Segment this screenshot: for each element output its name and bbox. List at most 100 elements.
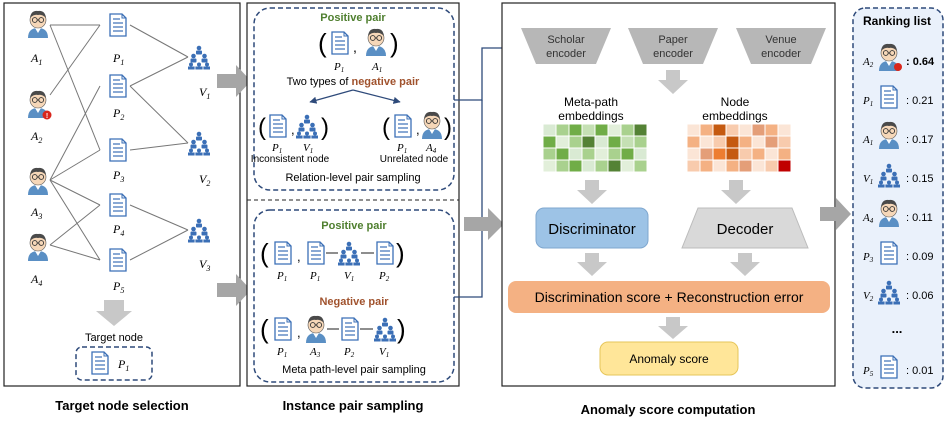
paper-icon xyxy=(274,317,292,341)
paren: ) xyxy=(444,114,452,141)
metapath-negative-title: Negative pair xyxy=(319,296,389,308)
embedding-cell xyxy=(568,135,583,149)
embedding-cell xyxy=(686,123,701,137)
relation-level-caption: Relation-level pair sampling xyxy=(285,172,420,184)
embedding-cell xyxy=(555,123,570,137)
scholar-icon xyxy=(878,199,900,228)
paper-encoder: Paper encoder xyxy=(628,28,718,64)
paper-icon xyxy=(376,241,394,265)
node-embeddings-label: Node xyxy=(721,95,750,109)
scholar-icon xyxy=(365,28,387,57)
relation-negative-title: Two types of negative pair xyxy=(287,76,420,88)
embedding-cell xyxy=(699,135,714,149)
target-node-label: Target node xyxy=(85,332,143,344)
comma: , xyxy=(291,122,295,137)
paren: ) xyxy=(321,114,329,141)
embedding-cell xyxy=(542,159,557,173)
decoder-label: Decoder xyxy=(717,221,774,238)
scholar-label-3: A3 xyxy=(30,205,42,221)
node-embedding-grid xyxy=(686,123,792,173)
embedding-cell xyxy=(751,147,766,161)
comma: , xyxy=(297,325,301,340)
paper-icon xyxy=(109,248,127,272)
embedding-cell xyxy=(686,147,701,161)
anomaly-score-label: Anomaly score xyxy=(629,352,709,366)
embedding-cell xyxy=(725,147,740,161)
score-box-label: Discrimination score + Reconstruction er… xyxy=(535,289,804,305)
embedding-cell xyxy=(751,159,766,173)
svg-text:encoder: encoder xyxy=(761,48,801,60)
comma: , xyxy=(297,249,301,264)
paper-icon xyxy=(109,138,127,162)
ranking-node-symbol: V2 xyxy=(863,290,874,303)
symbol-V1: V1 xyxy=(379,346,389,359)
venue-label-1: V1 xyxy=(199,85,210,101)
embedding-cell xyxy=(633,159,648,173)
symbol-P1: P1 xyxy=(276,346,287,359)
paper-icon xyxy=(109,74,127,98)
embedding-cell xyxy=(542,147,557,161)
decoder-box xyxy=(681,207,809,249)
target-node-symbol: P1 xyxy=(117,357,129,373)
embedding-cell xyxy=(712,159,727,173)
embedding-cell xyxy=(725,159,740,173)
paper-icon xyxy=(109,193,127,217)
down-arrow-icon xyxy=(658,70,688,94)
embedding-cell xyxy=(594,147,609,161)
embedding-cell xyxy=(594,135,609,149)
down-arrow-icon xyxy=(721,180,751,204)
ranking-node-symbol: A1 xyxy=(862,134,873,147)
metapath-embedding-grid xyxy=(542,123,648,173)
ranking-title: Ranking list xyxy=(863,14,931,28)
ranking-node-symbol: A4 xyxy=(862,212,874,225)
paren: ) xyxy=(397,314,406,344)
embedding-cell xyxy=(555,147,570,161)
symbol-V1: V1 xyxy=(344,270,354,283)
ranking-row: P1 : 0.21 xyxy=(862,85,934,109)
symbol-A3: A3 xyxy=(309,346,321,359)
ranking-node-symbol: P1 xyxy=(862,95,873,108)
ranking-row: A2: 0.64 xyxy=(862,43,935,72)
scholar-icon xyxy=(27,233,49,262)
target-node-selection-panel: ! A1 A2 A3 A4 P1 P2 P3 P4 P5 V1 V2 V3 xyxy=(3,2,241,413)
ranking-row: P5: 0.01 xyxy=(862,355,934,379)
embedding-cell xyxy=(581,123,596,137)
venue-label-2: V2 xyxy=(199,172,210,188)
down-arrow-icon xyxy=(96,300,132,326)
embedding-cell xyxy=(738,147,753,161)
ranking-score: : 0.21 xyxy=(906,95,934,107)
paren: ( xyxy=(260,314,269,344)
embedding-cell xyxy=(777,159,792,173)
ranking-node-symbol: A2 xyxy=(862,56,874,69)
paper-icon xyxy=(394,114,412,138)
comma: , xyxy=(353,39,357,55)
ranking-node-symbol: V1 xyxy=(863,173,873,186)
scholar-label-1: A1 xyxy=(30,51,42,67)
ranking-score: : 0.11 xyxy=(906,212,933,224)
flow-arrow-icon xyxy=(217,274,251,306)
paren: ( xyxy=(318,28,327,58)
graph-edges xyxy=(49,24,189,261)
ranking-row: A1: 0.17 xyxy=(862,121,934,150)
down-arrow-icon xyxy=(658,317,688,339)
panel-caption-anomaly-score-computation: Anomaly score computation xyxy=(581,402,756,417)
embedding-cell xyxy=(764,123,779,137)
ranking-score: : 0.06 xyxy=(906,290,934,302)
paper-label-3: P3 xyxy=(112,168,124,184)
symbol-P1: P1 xyxy=(271,142,282,155)
embedding-cell xyxy=(725,123,740,137)
embedding-cell xyxy=(607,147,622,161)
metapath-level-caption: Meta path-level pair sampling xyxy=(282,364,426,376)
embedding-cell xyxy=(542,123,557,137)
embedding-cell xyxy=(686,159,701,173)
panel-caption-instance-pair-sampling: Instance pair sampling xyxy=(283,398,424,413)
svg-text:encoder: encoder xyxy=(653,48,693,60)
embedding-cell xyxy=(633,123,648,137)
embedding-cell xyxy=(607,159,622,173)
relation-positive-title: Positive pair xyxy=(320,12,386,24)
embedding-cell xyxy=(777,123,792,137)
embedding-cell xyxy=(751,123,766,137)
anomaly-score-box xyxy=(599,341,739,376)
metapath-positive-title: Positive pair xyxy=(321,220,387,232)
